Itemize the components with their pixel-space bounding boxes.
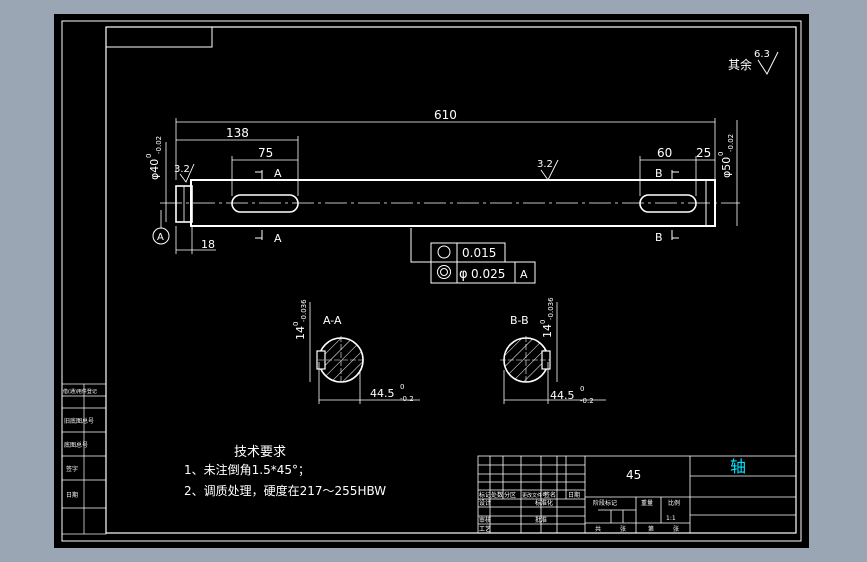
side-label-1: 借(通)用件登记 bbox=[63, 388, 97, 395]
tb-row-process: 工艺 bbox=[479, 525, 491, 533]
tb-header-1: 标记 bbox=[479, 491, 491, 499]
section-view-a-title: A-A bbox=[323, 314, 342, 327]
tb-header-2: 处数 bbox=[491, 491, 503, 499]
tolerance-row1-value: 0.015 bbox=[462, 246, 496, 260]
section-b-depth: 44.5 bbox=[550, 389, 575, 402]
roughness-local-middle: 3.2 bbox=[537, 159, 553, 170]
dim-left-tol-lower: -0.02 bbox=[155, 136, 163, 154]
dim-right-tol-upper: 0 bbox=[717, 152, 725, 156]
dim-left-tol-upper: 0 bbox=[145, 154, 153, 158]
tb-row-design: 设计 bbox=[479, 499, 491, 507]
roughness-local-left: 3.2 bbox=[174, 164, 190, 175]
dim-left-diameter-value: φ40 bbox=[148, 159, 161, 180]
tech-requirements-item-2: 2、调质处理，硬度在217～255HBW bbox=[184, 483, 386, 498]
tb-sheet-total-unit: 张 bbox=[620, 525, 626, 533]
dim-right-diameter-value: φ50 bbox=[720, 157, 733, 178]
dim-key-b-offset-value: 25 bbox=[696, 146, 711, 160]
datum-label: A bbox=[157, 232, 164, 243]
outer-border bbox=[61, 20, 802, 542]
title-ratio: 1:1 bbox=[666, 515, 676, 522]
tb-stage-mark: 阶段标记 bbox=[593, 499, 617, 507]
section-mark-b-top: B bbox=[655, 167, 663, 180]
section-b-depth-tol-upper: 0 bbox=[580, 385, 584, 393]
section-mark-a-top: A bbox=[274, 167, 282, 180]
dim-key-b-length-value: 60 bbox=[657, 146, 672, 160]
side-label-2: 旧底图总号 bbox=[64, 417, 94, 425]
dim-key-a-offset-value: 138 bbox=[226, 126, 249, 140]
section-a-keyway-width: 14 bbox=[294, 326, 307, 340]
dim-key-b bbox=[639, 156, 715, 196]
tolerance-row2-phi: φ bbox=[459, 267, 468, 282]
tolerance-row2-datum: A bbox=[520, 268, 528, 281]
tolerance-frame bbox=[410, 228, 536, 284]
side-label-5: 日期 bbox=[66, 491, 78, 499]
tolerance-row2-value: 0.025 bbox=[471, 267, 505, 281]
dim-key-a-length bbox=[231, 156, 298, 196]
tech-requirements-item-1: 1、未注倒角1.5*45°； bbox=[184, 462, 310, 477]
side-label-4: 签字 bbox=[66, 465, 78, 473]
section-mark-a-bottom: A bbox=[274, 232, 282, 245]
shaft bbox=[160, 179, 740, 227]
dim-left-step-value: 18 bbox=[201, 238, 215, 251]
title-part-name: 轴 bbox=[730, 457, 746, 476]
dim-left-step bbox=[175, 226, 216, 254]
dim-right-tol-lower: -0.02 bbox=[727, 134, 735, 152]
inner-frame bbox=[105, 26, 797, 534]
section-b-keyway-tol-upper: 0 bbox=[539, 320, 547, 324]
section-cut-a bbox=[255, 170, 263, 240]
tb-sheet-num: 第 bbox=[648, 525, 654, 533]
section-a-keyway-tol-upper: 0 bbox=[292, 322, 300, 326]
tb-sheet-total: 共 bbox=[595, 525, 601, 533]
dim-overall bbox=[175, 118, 716, 180]
section-b-depth-tol-lower: -0.2 bbox=[580, 397, 594, 405]
tb-mid-standard: 标准化 bbox=[535, 499, 553, 507]
roughness-general-label: 其余 bbox=[728, 57, 752, 72]
section-a-depth-tol-lower: -0.2 bbox=[400, 395, 414, 403]
tb-mid-approve: 批准 bbox=[535, 516, 547, 524]
roughness-local-left-symbol bbox=[179, 163, 195, 183]
roughness-general-symbol bbox=[757, 51, 779, 76]
section-a-depth-tol-upper: 0 bbox=[400, 383, 404, 391]
roughness-general-value: 6.3 bbox=[754, 49, 770, 60]
tech-requirements-title: 技术要求 bbox=[234, 445, 286, 460]
tb-header-6: 日期 bbox=[568, 491, 580, 499]
tb-stage-weight: 重量 bbox=[641, 499, 653, 507]
title-material: 45 bbox=[626, 468, 641, 482]
dim-key-a-length-value: 75 bbox=[258, 146, 273, 160]
tb-header-3: 分区 bbox=[504, 491, 516, 499]
title-block bbox=[477, 455, 797, 534]
section-b-keyway-tol-lower: -0.036 bbox=[547, 297, 555, 320]
section-view-b bbox=[500, 302, 606, 404]
tb-stage-ratio: 比例 bbox=[668, 499, 680, 507]
section-a-keyway-tol-lower: -0.036 bbox=[300, 299, 308, 322]
dim-overall-value: 610 bbox=[434, 108, 457, 122]
section-view-a bbox=[309, 302, 420, 404]
tb-sheet-num-unit: 张 bbox=[673, 525, 679, 533]
tb-row-review: 审核 bbox=[479, 516, 491, 524]
top-left-box bbox=[105, 26, 213, 48]
side-label-3: 底图总号 bbox=[64, 441, 88, 449]
side-strip bbox=[61, 383, 107, 535]
section-a-depth: 44.5 bbox=[370, 387, 395, 400]
section-mark-b-bottom: B bbox=[655, 231, 663, 244]
dim-key-a-offset bbox=[176, 136, 299, 196]
tb-header-4: 更改文件号 bbox=[522, 492, 547, 499]
tb-header-5: 签名 bbox=[544, 491, 556, 499]
section-view-b-title: B-B bbox=[510, 314, 529, 327]
section-cut-b bbox=[671, 170, 679, 240]
section-b-keyway-width: 14 bbox=[541, 324, 554, 338]
